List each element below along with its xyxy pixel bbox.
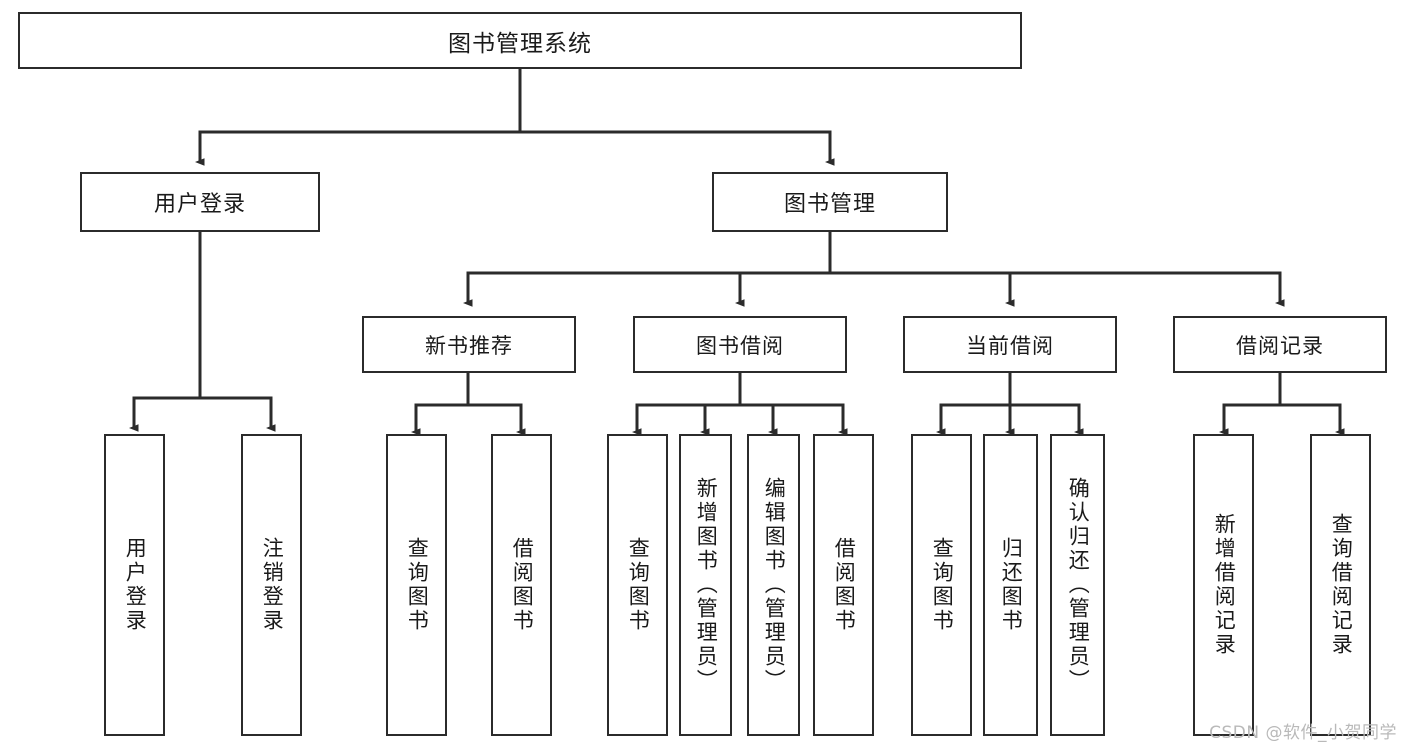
node-label: 编辑图书（管理员） bbox=[762, 477, 787, 693]
node-label: 归还图书 bbox=[999, 537, 1024, 633]
node-label: 用户登录 bbox=[153, 192, 246, 217]
node-borrow-record[interactable]: 借阅记录 bbox=[1173, 316, 1387, 373]
leaf-current-borrow-query[interactable]: 查询图书 bbox=[911, 434, 972, 736]
leaf-current-borrow-return[interactable]: 归还图书 bbox=[983, 434, 1038, 736]
node-label: 借阅图书 bbox=[510, 537, 535, 633]
node-current-borrow[interactable]: 当前借阅 bbox=[903, 316, 1117, 373]
leaf-book-borrow-add[interactable]: 新增图书（管理员） bbox=[679, 434, 732, 736]
leaf-user-login-signout[interactable]: 注销登录 bbox=[241, 434, 302, 736]
node-label: 图书借阅 bbox=[696, 333, 784, 358]
leaf-current-borrow-confirm-return[interactable]: 确认归还（管理员） bbox=[1050, 434, 1105, 736]
leaf-borrow-record-add[interactable]: 新增借阅记录 bbox=[1193, 434, 1254, 736]
node-label: 新书推荐 bbox=[425, 333, 513, 358]
node-new-book-recommend[interactable]: 新书推荐 bbox=[362, 316, 576, 373]
node-label: 注销登录 bbox=[260, 537, 285, 633]
node-label: 查询图书 bbox=[626, 537, 651, 633]
node-label: 图书管理 bbox=[783, 192, 876, 217]
leaf-book-borrow-lend[interactable]: 借阅图书 bbox=[813, 434, 874, 736]
leaf-borrow-record-query[interactable]: 查询借阅记录 bbox=[1310, 434, 1371, 736]
leaf-user-login-signin[interactable]: 用户登录 bbox=[104, 434, 165, 736]
node-book-borrow[interactable]: 图书借阅 bbox=[633, 316, 847, 373]
node-label: 确认归还（管理员） bbox=[1066, 477, 1091, 693]
leaf-book-borrow-edit[interactable]: 编辑图书（管理员） bbox=[747, 434, 800, 736]
node-label: 新增借阅记录 bbox=[1212, 513, 1237, 657]
leaf-book-borrow-query[interactable]: 查询图书 bbox=[607, 434, 668, 736]
node-label: 查询借阅记录 bbox=[1329, 513, 1354, 657]
node-label: 借阅图书 bbox=[832, 537, 857, 633]
node-label: 图书管理系统 bbox=[448, 30, 592, 57]
node-label: 借阅记录 bbox=[1236, 333, 1324, 358]
leaf-new-book-query[interactable]: 查询图书 bbox=[386, 434, 447, 736]
node-label: 查询图书 bbox=[405, 537, 430, 633]
node-label: 用户登录 bbox=[123, 537, 148, 633]
watermark-text: CSDN @软件_小贺同学 bbox=[1209, 723, 1397, 743]
node-label: 新增图书（管理员） bbox=[694, 477, 719, 693]
node-root-system[interactable]: 图书管理系统 bbox=[18, 12, 1022, 69]
leaf-new-book-borrow[interactable]: 借阅图书 bbox=[491, 434, 552, 736]
node-book-management[interactable]: 图书管理 bbox=[712, 172, 948, 232]
node-label: 查询图书 bbox=[930, 537, 955, 633]
node-label: 当前借阅 bbox=[966, 333, 1054, 358]
node-user-login[interactable]: 用户登录 bbox=[80, 172, 320, 232]
